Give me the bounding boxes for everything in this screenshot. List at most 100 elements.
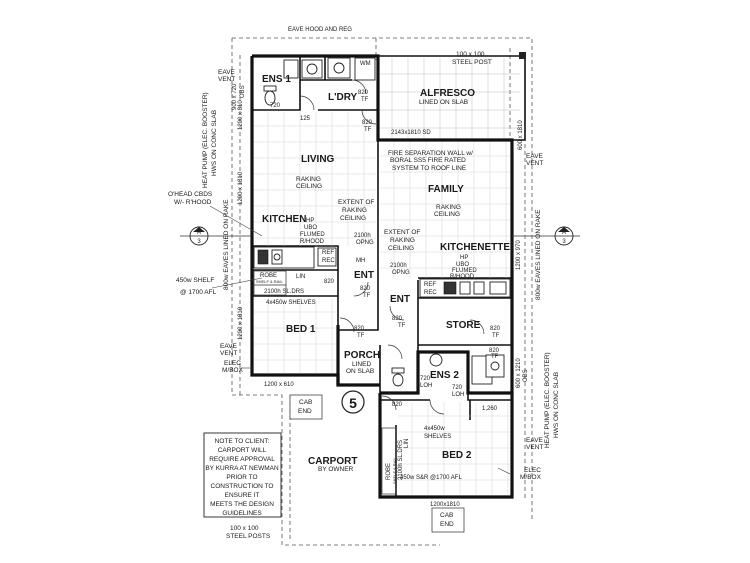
note-line: PRIOR TO bbox=[226, 474, 257, 481]
kitchen-bench bbox=[253, 246, 337, 269]
plan-label: EAVE bbox=[526, 437, 544, 444]
plan-label: R/HOOD bbox=[300, 239, 325, 245]
leader-lines bbox=[209, 205, 511, 475]
plan-label: 820 bbox=[358, 90, 369, 96]
note-line: CONSTRUCTION TO bbox=[211, 483, 274, 490]
plan-label: SHELF & RAIL bbox=[392, 457, 397, 484]
plan-label: TF bbox=[492, 333, 500, 339]
plan-label: FLUMED bbox=[300, 232, 325, 238]
plan-label: 2143x1810 SD bbox=[391, 130, 431, 136]
plan-label: A bbox=[562, 230, 566, 236]
plan-label: TF bbox=[364, 127, 372, 133]
room-ent1: ENT bbox=[354, 270, 374, 281]
plan-label: HWS ON CONC SLAB bbox=[211, 110, 218, 176]
plan-label: VENT bbox=[526, 160, 543, 167]
cab-end-1: CAB END bbox=[289, 394, 323, 420]
plan-label: SHELF & RAIL bbox=[256, 279, 283, 284]
note-line: MEETS THE DESIGN bbox=[210, 501, 274, 508]
plan-label: 600 x 1210 bbox=[516, 358, 522, 388]
interior-walls bbox=[252, 56, 512, 497]
plan-label: 820 bbox=[354, 326, 365, 332]
plan-label: STEEL POST bbox=[452, 59, 492, 66]
note-line: ENSURE IT bbox=[225, 492, 260, 499]
ens2-fixtures bbox=[391, 353, 505, 387]
plan-label: TF bbox=[491, 354, 499, 360]
plan-label: OBS bbox=[240, 85, 246, 98]
ens1-fixtures bbox=[263, 57, 376, 106]
plan-label: 720 bbox=[452, 385, 463, 391]
robes bbox=[253, 270, 397, 495]
plan-label: 720 bbox=[420, 376, 431, 382]
outer-walls bbox=[250, 54, 514, 499]
plan-label: 1,260 bbox=[482, 406, 498, 412]
plan-label: CEILING bbox=[296, 183, 322, 190]
plan-label: 3 bbox=[197, 239, 201, 245]
plan-label: @ 1700 AFL bbox=[180, 289, 217, 296]
plan-label: UBO bbox=[456, 262, 469, 268]
alfresco-outline bbox=[378, 52, 526, 141]
plan-label: FIRE SEPARATION WALL w/ bbox=[388, 150, 473, 157]
plan-label: 1200 x 970 bbox=[516, 240, 522, 270]
plan-label: LOH bbox=[452, 392, 464, 398]
section-marker-right: A 3 bbox=[512, 226, 580, 246]
steel-post-marker bbox=[519, 52, 526, 59]
plan-label: REC bbox=[322, 258, 335, 264]
plan-label: 800w EAVES LINED ON RAKE bbox=[223, 199, 230, 290]
plan-label: REF bbox=[322, 250, 334, 256]
lot-number: 5 bbox=[341, 390, 365, 414]
room-ent2: ENT bbox=[390, 294, 410, 305]
plan-label: CEILING bbox=[340, 215, 366, 222]
plan-label: ELEC bbox=[224, 360, 241, 367]
plan-label: 450w S&R @1700 AFL bbox=[400, 475, 462, 481]
plan-label: RAKING bbox=[296, 176, 321, 183]
plan-label: FLUMED bbox=[452, 268, 477, 274]
room-porch: PORCH bbox=[344, 350, 380, 361]
washing-machine bbox=[354, 57, 376, 81]
plan-label: RAKING bbox=[390, 237, 415, 244]
plan-label: M/BOX bbox=[222, 367, 244, 374]
plan-label: 1200 x 1810 bbox=[238, 171, 244, 205]
plan-label: CEILING bbox=[434, 211, 460, 218]
plan-label: M/BOX bbox=[520, 474, 542, 481]
section-marker-left: A 3 bbox=[180, 226, 252, 246]
plan-label: 820 bbox=[360, 286, 371, 292]
plan-label: RAKING bbox=[342, 207, 367, 214]
plan-label: OPNG bbox=[392, 270, 410, 276]
plan-label: LIN bbox=[404, 439, 410, 448]
plan-label: 100 x 100 bbox=[456, 51, 485, 58]
room-alfresco: ALFRESCO bbox=[420, 88, 475, 99]
plan-label: 820 bbox=[392, 316, 403, 322]
plan-label: LOH bbox=[420, 383, 432, 389]
plan-label: 900 x 720 bbox=[232, 83, 238, 110]
plan-label: SHELVES bbox=[424, 434, 451, 440]
plan-label: EAVE bbox=[526, 153, 544, 160]
kitchenette-bench bbox=[419, 278, 511, 298]
room-living: LIVING bbox=[301, 154, 335, 165]
plan-label: REF bbox=[424, 282, 436, 288]
plan-label: 820 bbox=[324, 279, 335, 285]
room-ens2: ENS 2 bbox=[430, 370, 459, 381]
note-line: BY KURRA AT NEWMAN bbox=[205, 465, 279, 472]
plan-label: R/HOOD bbox=[450, 274, 475, 280]
plan-label: 5 bbox=[349, 395, 357, 411]
plan-label: 1200x1810 bbox=[430, 502, 460, 508]
plan-label: UBO bbox=[304, 225, 317, 231]
plan-label: REC bbox=[424, 290, 437, 296]
floor-tile-grid bbox=[254, 112, 510, 495]
plan-label: EAVE bbox=[220, 343, 238, 350]
door-swings bbox=[299, 79, 485, 415]
plan-label: RAKING bbox=[436, 204, 461, 211]
plan-label: O'HEAD CBDS bbox=[168, 191, 213, 198]
plan-label: VENT bbox=[220, 350, 237, 357]
plan-label: END bbox=[440, 521, 454, 528]
plan-label: CAB bbox=[440, 512, 453, 519]
note-line: GUIDELINES bbox=[222, 510, 262, 517]
cab-end-2: CAB END bbox=[431, 507, 465, 533]
plan-label: 820 bbox=[392, 402, 403, 408]
plan-label: TF bbox=[398, 323, 406, 329]
top-note: EAVE HOOD AND REG bbox=[288, 27, 352, 33]
plan-label: A bbox=[197, 230, 201, 236]
plan-label: 3 bbox=[562, 239, 566, 245]
plan-label: LIN bbox=[296, 274, 305, 280]
